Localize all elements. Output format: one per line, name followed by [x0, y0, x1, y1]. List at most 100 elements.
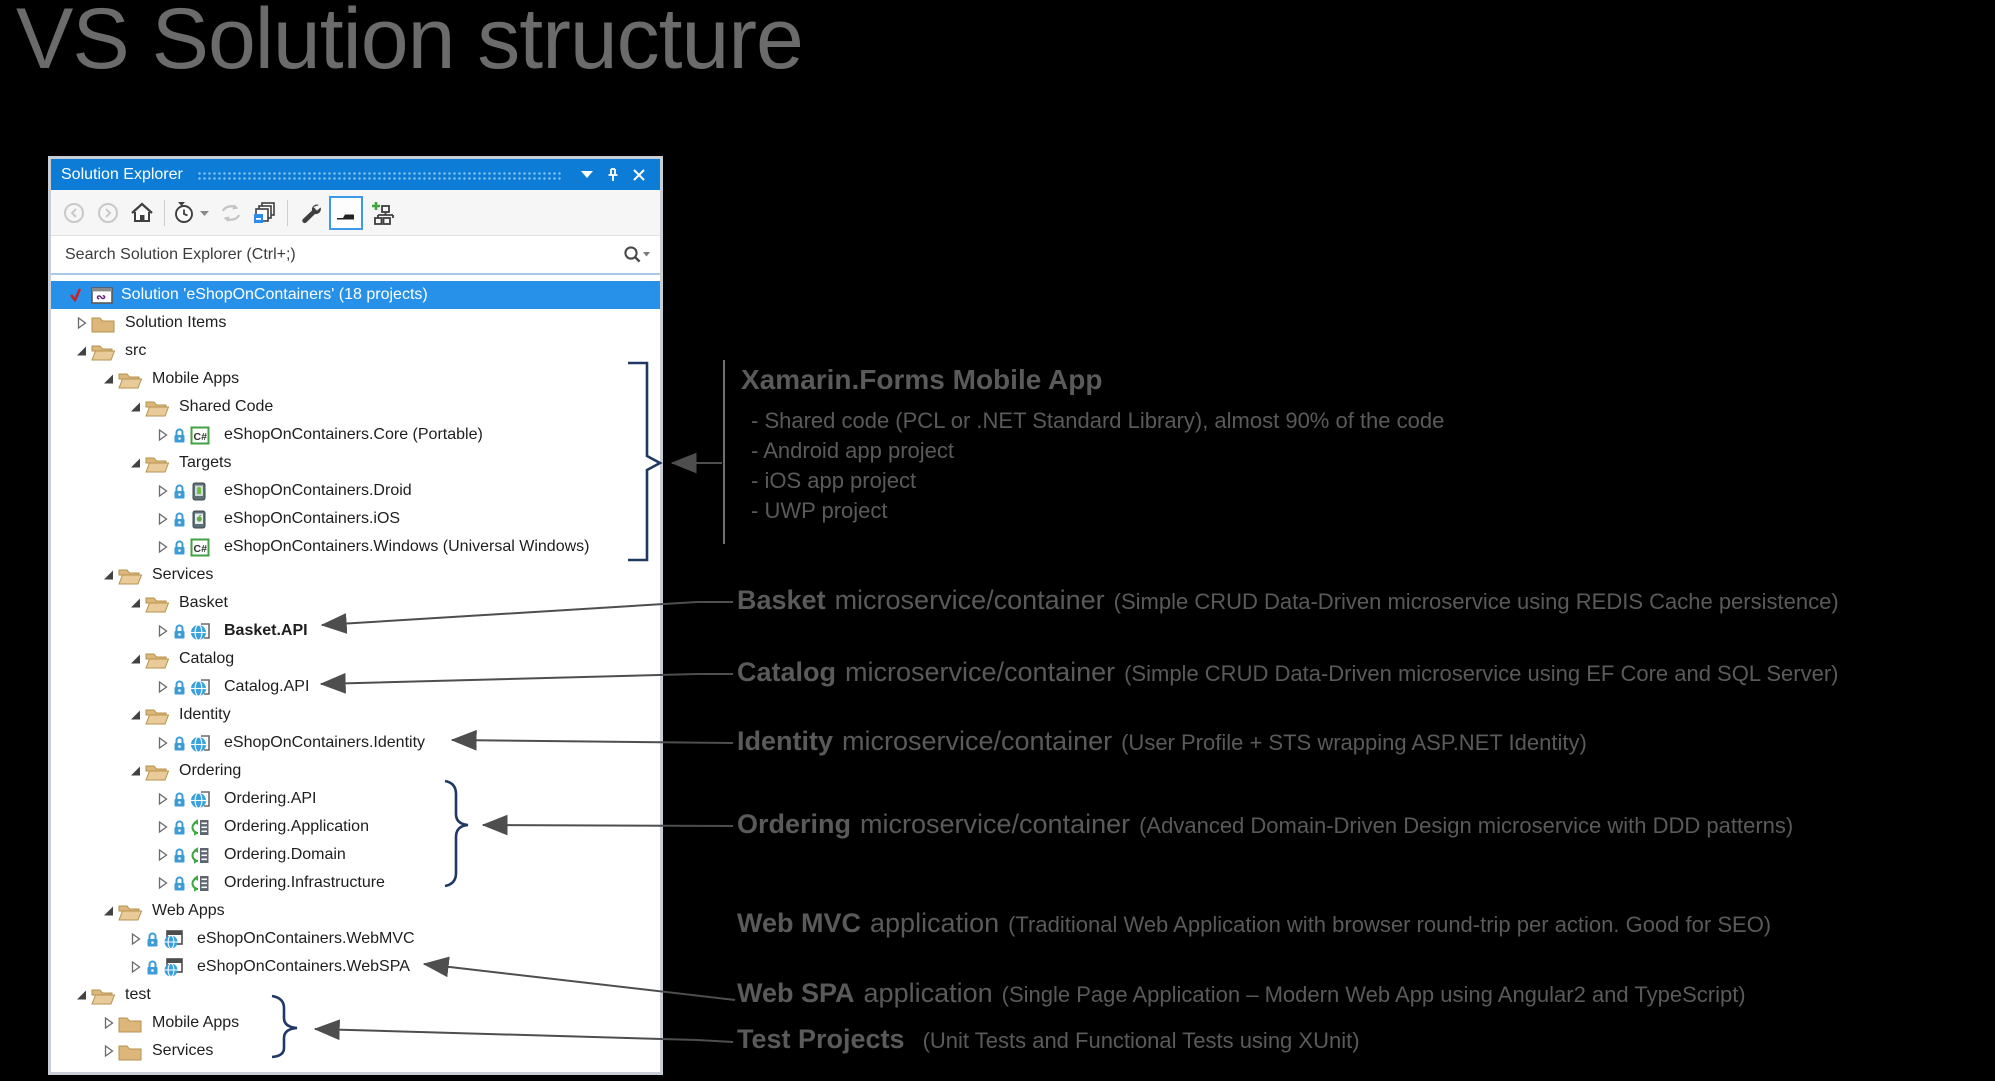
collapsed-arrow-icon[interactable] — [154, 541, 172, 553]
expanded-arrow-icon[interactable] — [127, 401, 145, 413]
tree-item-services[interactable]: Services — [51, 561, 660, 589]
magnifier-icon[interactable] — [622, 245, 650, 265]
tree-item-shared-code[interactable]: Shared Code — [51, 393, 660, 421]
annotation-mid: application — [870, 908, 1000, 938]
expanded-arrow-icon[interactable] — [100, 905, 118, 917]
folder-closed-icon — [91, 314, 117, 333]
item-label: Solution 'eShopOnContainers' (18 project… — [121, 286, 428, 303]
collapsed-arrow-icon[interactable] — [127, 933, 145, 945]
collapsed-arrow-icon[interactable] — [154, 625, 172, 637]
collapsed-arrow-icon[interactable] — [154, 485, 172, 497]
tree-item-catalog[interactable]: Catalog — [51, 645, 660, 673]
tree-item-src[interactable]: src — [51, 337, 660, 365]
tree-item-ordering[interactable]: Ordering — [51, 757, 660, 785]
expanded-arrow-icon[interactable] — [127, 597, 145, 609]
tree-item-targets[interactable]: Targets — [51, 449, 660, 477]
tree-item-eshoponcontainers-droid[interactable]: eShopOnContainers.Droid — [51, 477, 660, 505]
indent — [59, 1051, 100, 1052]
annotation-paren: (Single Page Application – Modern Web Ap… — [1001, 982, 1746, 1007]
item-label: Targets — [179, 454, 232, 471]
tree-item-catalog-api[interactable]: Catalog.API — [51, 673, 660, 701]
collapsed-arrow-icon[interactable] — [154, 429, 172, 441]
pin-icon[interactable] — [600, 163, 626, 187]
item-label: eShopOnContainers.WebSPA — [197, 958, 410, 975]
panel-titlebar[interactable]: Solution Explorer — [51, 159, 660, 190]
collapsed-arrow-icon[interactable] — [154, 513, 172, 525]
collapsed-arrow-icon[interactable] — [100, 1017, 118, 1029]
item-label: Mobile Apps — [152, 370, 240, 387]
clock-filter-button[interactable] — [170, 196, 214, 230]
tree-item-ordering-api[interactable]: Ordering.API — [51, 785, 660, 813]
tree-item-solution-eshoponcontainers-18-projects[interactable]: ∾ Solution 'eShopOnContainers' (18 projec… — [51, 281, 660, 309]
close-icon[interactable] — [626, 163, 652, 187]
tree-item-eshoponcontainers-core-portable[interactable]: C#eShopOnContainers.Core (Portable) — [51, 421, 660, 449]
expanded-arrow-icon[interactable] — [73, 989, 91, 1001]
item-label: eShopOnContainers.WebMVC — [197, 930, 415, 947]
toolbar-separator — [287, 199, 288, 226]
collapsed-arrow-icon[interactable] — [154, 849, 172, 861]
svg-text:C#: C# — [194, 431, 208, 443]
folder-open-icon — [145, 762, 171, 781]
show-all-files-button[interactable] — [329, 195, 363, 230]
drag-texture — [196, 170, 562, 182]
tree-item-ordering-infrastructure[interactable]: Ordering.Infrastructure — [51, 869, 660, 897]
expanded-arrow-icon[interactable] — [100, 569, 118, 581]
collapsed-arrow-icon[interactable] — [154, 877, 172, 889]
back-button[interactable] — [57, 196, 91, 230]
tree-item-basket[interactable]: Basket — [51, 589, 660, 617]
indent — [59, 575, 100, 576]
collapsed-arrow-icon[interactable] — [154, 793, 172, 805]
sync-button[interactable] — [214, 196, 248, 230]
annotation-paren: (Simple CRUD Data-Driven microservice us… — [1124, 661, 1839, 686]
folder-open-icon — [118, 370, 144, 389]
forward-button[interactable] — [91, 196, 125, 230]
collapsed-arrow-icon[interactable] — [73, 317, 91, 329]
collapsed-arrow-icon[interactable] — [100, 1045, 118, 1057]
collapsed-arrow-icon[interactable] — [127, 961, 145, 973]
indent — [59, 995, 73, 996]
item-label: Solution Items — [125, 314, 227, 331]
tree-item-eshoponcontainers-webspa[interactable]: eShopOnContainers.WebSPA — [51, 953, 660, 981]
home-button[interactable] — [125, 196, 159, 230]
tree-item-identity[interactable]: Identity — [51, 701, 660, 729]
tree-item-mobile-apps[interactable]: Mobile Apps — [51, 365, 660, 393]
expanded-arrow-icon[interactable] — [127, 457, 145, 469]
search-input[interactable] — [63, 244, 622, 265]
folder-open-icon — [91, 342, 117, 361]
tree-item-eshoponcontainers-ios[interactable]: eShopOnContainers.iOS — [51, 505, 660, 533]
tree-item-eshoponcontainers-identity[interactable]: eShopOnContainers.Identity — [51, 729, 660, 757]
expanded-arrow-icon[interactable] — [73, 345, 91, 357]
collapsed-arrow-icon[interactable] — [154, 681, 172, 693]
expanded-arrow-icon[interactable] — [100, 373, 118, 385]
tree-item-eshoponcontainers-windows-universal-windows[interactable]: C#eShopOnContainers.Windows (Universal W… — [51, 533, 660, 561]
item-label: Catalog.API — [224, 678, 310, 695]
collapsed-arrow-icon[interactable] — [154, 737, 172, 749]
window-position-dropdown-icon[interactable] — [574, 163, 600, 187]
svg-text:∾: ∾ — [96, 290, 106, 304]
properties-button[interactable] — [293, 196, 327, 230]
annotation-lead: Web SPA — [737, 978, 855, 1008]
item-label: Ordering.Application — [224, 818, 369, 835]
item-label: eShopOnContainers.Identity — [224, 734, 426, 751]
annotation-bullet: - UWP project — [751, 498, 888, 523]
tree-item-services[interactable]: Services — [51, 1037, 660, 1065]
tree-item-basket-api[interactable]: Basket.API — [51, 617, 660, 645]
tree-item-ordering-application[interactable]: Ordering.Application — [51, 813, 660, 841]
lock-icon — [172, 847, 187, 864]
solution-tree: ∾ Solution 'eShopOnContainers' (18 projec… — [51, 275, 660, 1065]
clock-filter-dropdown-icon — [175, 201, 209, 223]
tree-item-solution-items[interactable]: Solution Items — [51, 309, 660, 337]
tree-item-mobile-apps[interactable]: Mobile Apps — [51, 1009, 660, 1037]
tree-item-eshoponcontainers-webmvc[interactable]: eShopOnContainers.WebMVC — [51, 925, 660, 953]
back-circle-icon — [64, 202, 84, 223]
expanded-arrow-icon[interactable] — [127, 653, 145, 665]
expanded-arrow-icon[interactable] — [127, 709, 145, 721]
collapsed-arrow-icon[interactable] — [154, 821, 172, 833]
collapse-all-button[interactable] — [248, 196, 282, 230]
tree-item-web-apps[interactable]: Web Apps — [51, 897, 660, 925]
tree-item-ordering-domain[interactable]: Ordering.Domain — [51, 841, 660, 869]
solution-view-button[interactable] — [365, 196, 399, 230]
tree-item-test[interactable]: test — [51, 981, 660, 1009]
expanded-arrow-icon[interactable] — [127, 765, 145, 777]
